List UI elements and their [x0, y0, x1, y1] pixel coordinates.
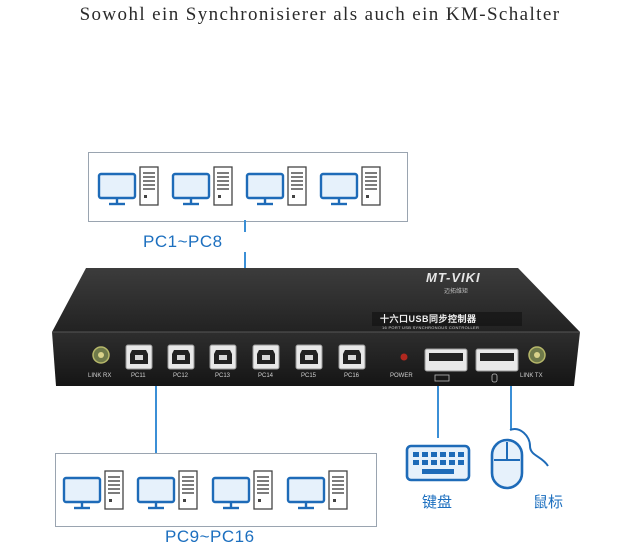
desktop-pc-icon: [136, 467, 202, 513]
connector-line: [510, 386, 512, 430]
desktop-pc-icon: [211, 467, 277, 513]
device-model-cn: 十六口USB同步控制器: [380, 312, 477, 325]
desktop-pc-icon: [286, 467, 352, 513]
pc-group-bottom: [55, 453, 377, 527]
connector-line: [437, 386, 439, 438]
port-label: PC14: [258, 373, 273, 379]
mouse-icon: [490, 426, 552, 497]
connector-line: [155, 386, 157, 453]
link-tx-label: LINK TX: [520, 373, 543, 379]
power-label: POWER: [390, 373, 413, 379]
desktop-pc-icon: [62, 467, 128, 513]
port-label: PC13: [215, 373, 230, 379]
device-brand-logo: MT-VIKI: [426, 270, 481, 285]
pc-group-bottom-label: PC9~PC16: [165, 527, 255, 547]
port-label: PC15: [301, 373, 316, 379]
device-model-en: 16 PORT USB SYNCHRONOUS CONTROLLER: [382, 325, 479, 330]
mouse-label: 鼠标: [533, 491, 563, 512]
port-label: PC16: [344, 373, 359, 379]
port-label: PC11: [131, 373, 146, 379]
port-label: PC12: [173, 373, 188, 379]
keyboard-icon: [404, 436, 472, 489]
device-brand-subtitle: 迈拓维矩: [444, 286, 468, 295]
link-rx-label: LINK RX: [88, 373, 111, 379]
keyboard-label: 键盘: [422, 491, 452, 512]
